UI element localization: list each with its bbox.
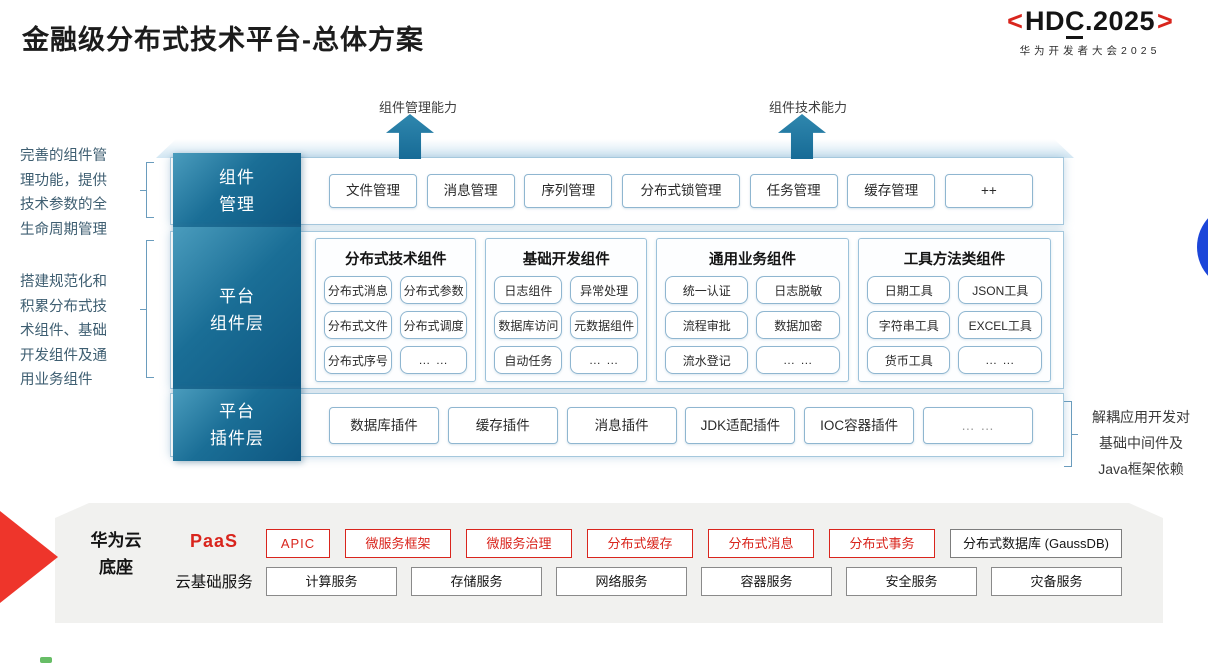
cloud-item: 存储服务 [411,567,542,596]
paas-item: 微服务治理 [466,529,572,558]
component-item: 分布式参数 [399,276,468,304]
hdc-logo: < HDC.2025 > 华为开发者大会2025 [980,8,1200,58]
component-item: 异常处理 [570,276,638,304]
arrow-label-management: 组件管理能力 [378,100,457,115]
group-distributed-tech: 分布式技术组件 分布式消息 分布式参数 分布式文件 分布式调度 分布式序号 … … [315,238,477,382]
component-item: 元数据组件 [570,311,638,339]
logo-right-angle-icon: > [1157,6,1173,36]
plugin-items: 数据库插件 缓存插件 消息插件 JDK适配插件 IOC容器插件 … … [311,394,1053,456]
blue-circle-decoration [1197,204,1208,290]
paas-item: 分布式消息 [708,529,814,558]
component-item: JSON工具 [958,276,1042,304]
group-utility-tools: 工具方法类组件 日期工具 JSON工具 字符串工具 EXCEL工具 货币工具 …… [857,238,1051,382]
component-item: 字符串工具 [866,311,951,339]
management-item: 任务管理 [749,174,838,208]
cloud-item: 计算服务 [266,567,397,596]
plugin-item: 消息插件 [566,406,677,444]
plugin-item: 缓存插件 [447,406,558,444]
management-item: 序列管理 [524,174,613,208]
component-item: 货币工具 [866,346,951,374]
component-item: EXCEL工具 [958,311,1042,339]
left-note-components: 搭建规范化和 积累分布式技 术组件、基础 开发组件及通 用业务组件 [20,274,107,388]
component-item: 数据库访问 [494,311,563,339]
paas-item: 微服务框架 [345,529,451,558]
component-item: 自动任务 [494,346,563,374]
bracket-left-icon [140,162,154,218]
cloud-services-label: 云基础服务 [175,574,253,591]
logo-text-hd: HD [1024,6,1065,36]
arrow-label-technical: 组件技术能力 [768,100,847,115]
component-item: 统一认证 [664,276,749,304]
red-arrow-icon [0,511,58,603]
component-item: 日期工具 [866,276,951,304]
row-label-management: 组件 管理 [173,153,301,229]
left-note-management: 完善的组件管 理功能，提供 技术参数的全 生命周期管理 [20,148,107,238]
paas-item: 分布式缓存 [587,529,693,558]
paas-item: 分布式事务 [829,529,935,558]
component-groups: 分布式技术组件 分布式消息 分布式参数 分布式文件 分布式调度 分布式序号 … … [311,238,1055,382]
huawei-cloud-foundation-panel [55,503,1163,623]
group-basic-dev: 基础开发组件 日志组件 异常处理 数据库访问 元数据组件 自动任务 … … [485,238,647,382]
right-note-decouple: 解耦应用开发对 基础中间件及 Java框架依赖 [1092,409,1190,477]
cloud-item: 容器服务 [701,567,832,596]
management-item: 分布式锁管理 [621,174,740,208]
logo-text-year: .2025 [1084,6,1156,36]
paas-item-gaussdb: 分布式数据库 (GaussDB) [950,529,1122,558]
row-label-components: 平台 组件层 [173,227,301,393]
component-item-ellipsis: … … [756,346,840,374]
bracket-right-icon [1064,401,1078,467]
management-items: 文件管理 消息管理 序列管理 分布式锁管理 任务管理 缓存管理 ++ [311,158,1053,224]
group-grid: 统一认证 日志脱敏 流程审批 数据加密 流水登记 … … [664,276,840,374]
management-item: 文件管理 [329,174,417,208]
component-item: 分布式序号 [324,346,392,374]
group-title: 基础开发组件 [522,252,610,268]
foundation-label: 华为云 底座 [90,531,142,577]
group-grid: 日志组件 异常处理 数据库访问 元数据组件 自动任务 … … [494,276,638,374]
component-management-row: 组件 管理 文件管理 消息管理 序列管理 分布式锁管理 任务管理 缓存管理 ++ [170,153,1064,229]
group-title: 工具方法类组件 [903,252,1006,268]
group-common-business: 通用业务组件 统一认证 日志脱敏 流程审批 数据加密 流水登记 … … [655,238,849,382]
logo-subtitle: 华为开发者大会2025 [1019,45,1161,57]
logo-left-angle-icon: < [1007,6,1023,36]
component-item: 日志组件 [494,276,563,304]
logo-text: HDC.2025 [1024,6,1156,39]
component-item: 分布式文件 [324,311,392,339]
bracket-left-icon [140,240,154,378]
group-grid: 分布式消息 分布式参数 分布式文件 分布式调度 分布式序号 … … [324,276,468,374]
group-grid: 日期工具 JSON工具 字符串工具 EXCEL工具 货币工具 … … [866,276,1042,374]
management-item: 消息管理 [426,174,515,208]
cloud-services: 计算服务 存储服务 网络服务 容器服务 安全服务 灾备服务 [266,567,1122,596]
logo-text-c: C [1064,6,1085,39]
platform-roof-decoration [156,139,1074,158]
component-item: 流程审批 [664,311,749,339]
component-item: 数据加密 [756,311,840,339]
component-item: 分布式消息 [324,276,392,304]
component-item-ellipsis: … … [570,346,638,374]
component-item: 流水登记 [664,346,749,374]
plugin-item-ellipsis: … … [922,406,1033,444]
plugin-item: JDK适配插件 [685,406,796,444]
paas-services: APIC 微服务框架 微服务治理 分布式缓存 分布式消息 分布式事务 分布式数据… [266,529,1122,558]
group-title: 分布式技术组件 [344,252,447,268]
page-title: 金融级分布式技术平台-总体方案 [22,25,424,55]
cloud-item: 灾备服务 [991,567,1122,596]
paas-label: PaaS [189,531,239,551]
component-item: 日志脱敏 [756,276,840,304]
hdc-logo-wordmark: < HDC.2025 > [980,6,1200,39]
group-title: 通用业务组件 [708,252,796,268]
management-item: 缓存管理 [847,174,936,208]
component-item: 分布式调度 [399,311,468,339]
paas-item: APIC [266,529,330,558]
management-item-plus: ++ [944,174,1033,208]
green-speck-decoration [40,657,52,663]
platform-component-row: 平台 组件层 分布式技术组件 分布式消息 分布式参数 分布式文件 分布式调度 分… [170,227,1064,393]
row-label-plugins: 平台 插件层 [173,389,301,461]
component-item-ellipsis: … … [958,346,1042,374]
cloud-item: 安全服务 [846,567,977,596]
plugin-item: IOC容器插件 [804,406,915,444]
cloud-item: 网络服务 [556,567,687,596]
platform-plugin-row: 平台 插件层 数据库插件 缓存插件 消息插件 JDK适配插件 IOC容器插件 …… [170,389,1064,461]
component-item-ellipsis: … … [399,346,468,374]
plugin-item: 数据库插件 [329,406,439,444]
